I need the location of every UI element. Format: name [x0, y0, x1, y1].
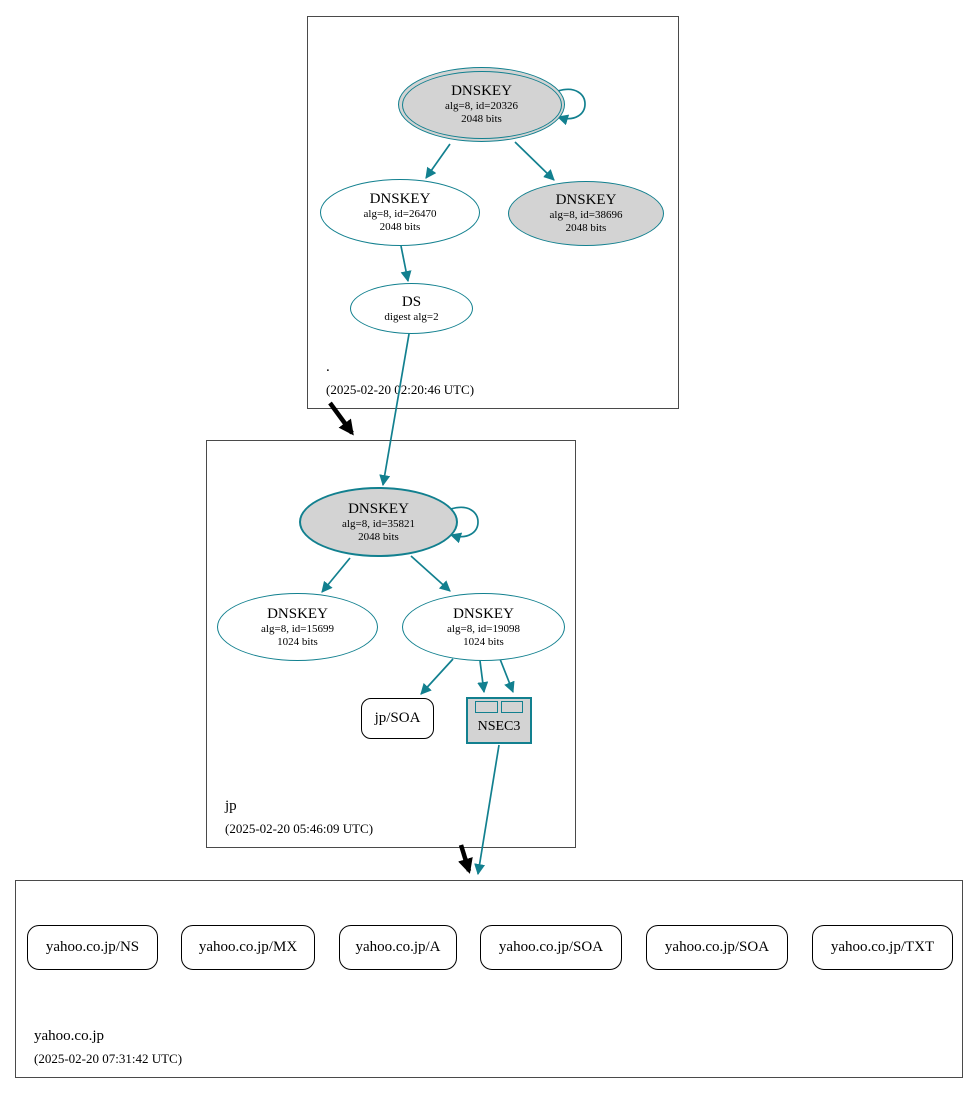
rrset-label: yahoo.co.jp/A: [355, 939, 441, 955]
node-detail: 1024 bits: [463, 635, 504, 648]
ds-node: DS digest alg=2: [350, 283, 473, 334]
node-title: DNSKEY: [369, 191, 431, 207]
rrset-label: jp/SOA: [374, 710, 421, 726]
node-detail: 2048 bits: [461, 113, 502, 125]
node-detail: 1024 bits: [277, 635, 318, 648]
rrset-node-yahoo-soa-1: yahoo.co.jp/SOA: [480, 925, 622, 970]
trust-anchor-ring: [401, 70, 562, 139]
zone-root-label: .: [326, 359, 330, 375]
zone-root-timestamp: (2025-02-20 02:20:46 UTC): [326, 382, 475, 397]
node-detail: alg=8, id=35821: [342, 517, 415, 530]
dnskey-node-15699: DNSKEY alg=8, id=15699 1024 bits: [217, 593, 378, 661]
node-title: DNSKEY: [348, 500, 409, 517]
node-detail: alg=8, id=38696: [549, 209, 623, 221]
rrset-node-yahoo-mx: yahoo.co.jp/MX: [181, 925, 315, 970]
zone-yahoo-timestamp: (2025-02-20 07:31:42 UTC): [34, 1051, 183, 1066]
rrset-node-jp-soa: jp/SOA: [361, 698, 434, 739]
rrset-label: yahoo.co.jp/NS: [45, 939, 140, 955]
nsec3-label: NSEC3: [477, 718, 521, 734]
nsec3-cell: [475, 701, 498, 713]
zone-jp-timestamp: (2025-02-20 05:46:09 UTC): [225, 821, 374, 836]
rrset-node-yahoo-ns: yahoo.co.jp/NS: [27, 925, 158, 970]
node-title: DNSKEY: [555, 192, 617, 208]
node-title: DS: [401, 293, 422, 310]
nsec3-cells: [475, 701, 523, 713]
node-detail: alg=8, id=15699: [261, 622, 334, 635]
node-detail: 2048 bits: [565, 222, 607, 234]
node-title: DNSKEY: [453, 605, 514, 622]
zone-yahoo-label: yahoo.co.jp: [34, 1028, 104, 1044]
rrset-label: yahoo.co.jp/SOA: [664, 939, 770, 955]
rrset-node-yahoo-soa-2: yahoo.co.jp/SOA: [646, 925, 788, 970]
dnskey-node-35821: DNSKEY alg=8, id=35821 2048 bits: [299, 487, 458, 557]
zone-yahoo-co-jp: yahoo.co.jp (2025-02-20 07:31:42 UTC): [15, 880, 963, 1078]
node-detail: 2048 bits: [358, 530, 399, 543]
rrset-label: yahoo.co.jp/MX: [198, 939, 298, 955]
zone-jp-label: jp: [225, 798, 237, 814]
delegation-arrow-jp-to-yahoo: [458, 844, 473, 874]
nsec3-node: NSEC3: [466, 697, 532, 744]
node-title: DNSKEY: [451, 83, 512, 99]
node-detail: 2048 bits: [379, 221, 421, 233]
nsec3-cell: [500, 701, 523, 713]
dnskey-node-38696: DNSKEY alg=8, id=38696 2048 bits: [508, 181, 664, 246]
node-detail: alg=8, id=20326: [445, 100, 518, 112]
dnskey-node-19098: DNSKEY alg=8, id=19098 1024 bits: [402, 593, 565, 661]
dnskey-node-20326: DNSKEY alg=8, id=20326 2048 bits: [398, 67, 565, 142]
node-detail: digest alg=2: [384, 310, 439, 323]
rrset-label: yahoo.co.jp/SOA: [498, 939, 604, 955]
dnskey-node-26470: DNSKEY alg=8, id=26470 2048 bits: [320, 179, 480, 246]
node-detail: alg=8, id=26470: [363, 208, 437, 220]
rrset-label: yahoo.co.jp/TXT: [830, 939, 935, 955]
node-detail: alg=8, id=19098: [447, 622, 520, 635]
rrset-node-yahoo-txt: yahoo.co.jp/TXT: [812, 925, 953, 970]
node-title: DNSKEY: [267, 605, 328, 622]
rrset-node-yahoo-a: yahoo.co.jp/A: [339, 925, 457, 970]
